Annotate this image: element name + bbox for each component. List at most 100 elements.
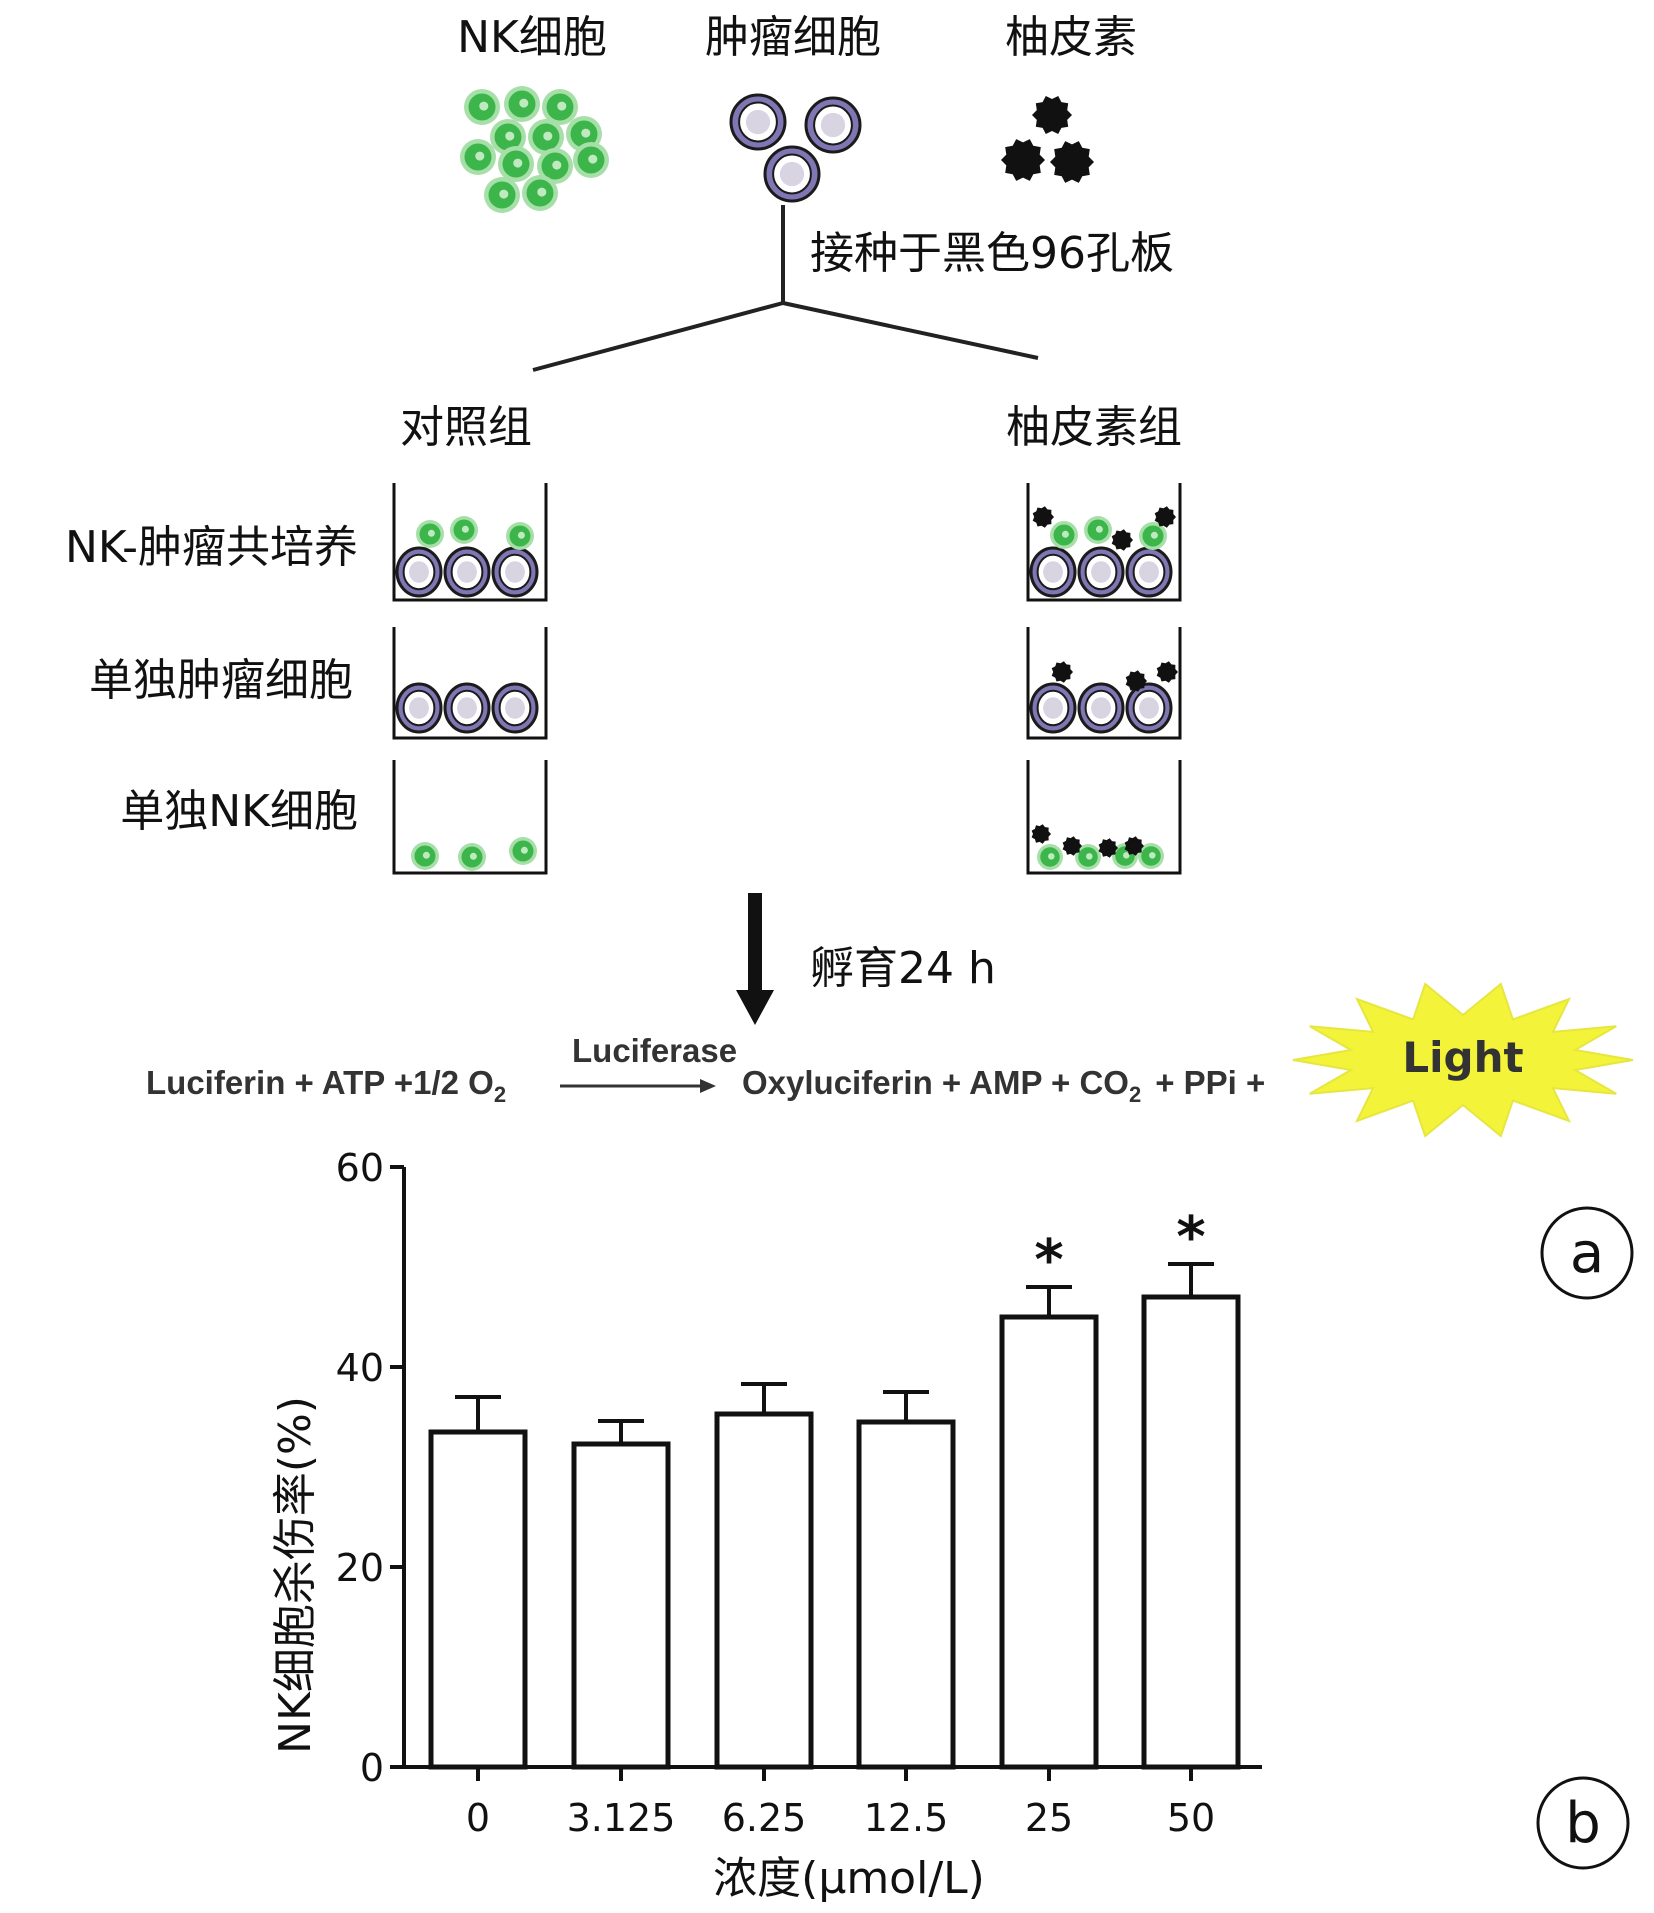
bar-3.125 <box>571 1441 671 1770</box>
nomilin-particle-icon <box>1050 141 1094 183</box>
bar-25 <box>999 1314 1099 1770</box>
nk-cell-icon <box>460 139 496 175</box>
nomilin-particle-icon <box>1001 139 1045 181</box>
tumor-cell-icon <box>491 546 539 598</box>
nk-cell-cluster-icon <box>460 86 609 213</box>
row-label-nk-only: 单独NK细胞 <box>120 786 358 837</box>
y-tick-label: 60 <box>336 1146 384 1190</box>
panel-label-a: a <box>1540 1206 1634 1300</box>
seed-step-label: 接种于黑色96孔板 <box>810 228 1174 279</box>
light-label: Light <box>1402 1033 1523 1082</box>
tumor-cell-icon <box>1125 546 1173 598</box>
x-tick-label: 0 <box>466 1796 490 1840</box>
branch-connector <box>532 205 1039 372</box>
nk-cell-icon <box>542 89 578 125</box>
nomilin-particle-icon <box>1124 836 1144 856</box>
nomilin-particle-icon <box>1111 529 1133 551</box>
tumor-cell-icon <box>729 93 787 151</box>
nk-cell-icon <box>1075 844 1101 870</box>
tumor-cell-icon <box>1077 682 1125 734</box>
nk-cell-icon <box>1050 521 1078 549</box>
tumor-cell-icon <box>1077 546 1125 598</box>
tumor-cell-icon <box>491 682 539 734</box>
bar-12.5 <box>856 1419 956 1770</box>
nk-cell-icon <box>458 843 486 871</box>
row-label-tumor-only: 单独肿瘤细胞 <box>89 655 353 706</box>
nk-cell-icon <box>537 148 573 184</box>
y-axis-label: NK细胞杀伤率(%) <box>270 1396 321 1754</box>
nk-cell-icon <box>1084 516 1112 544</box>
incubation-step-label: 孵育24 h <box>810 943 996 994</box>
reaction-products: Oxyluciferin + AMP + CO2+ PPi + <box>742 1064 1265 1107</box>
nk-cell-icon <box>490 119 526 155</box>
bar-6.25 <box>714 1411 814 1770</box>
nomilin-particle-icon <box>1098 838 1118 858</box>
light-burst-icon <box>1292 982 1634 1138</box>
nomilin-group-title: 柚皮素组 <box>1006 402 1182 453</box>
reaction-substrates: Luciferin + ATP +1/2 O2 <box>146 1064 506 1107</box>
nk-cell-icon <box>450 516 478 544</box>
row-label-coculture: NK-肿瘤共培养 <box>65 522 358 573</box>
nk-cell-icon <box>509 837 537 865</box>
tumor-cell-icon <box>1029 682 1077 734</box>
tumor-cell-icon <box>443 546 491 598</box>
legend-nk-label: NK细胞 <box>457 12 607 63</box>
nk-cell-icon <box>528 119 564 155</box>
nk-cell-icon <box>411 842 439 870</box>
tumor-cell-icon <box>395 682 443 734</box>
nomilin-particle-icon <box>1062 836 1082 856</box>
nomilin-particle-icon <box>1032 506 1054 528</box>
nk-cell-icon <box>1037 844 1063 870</box>
nk-cell-icon <box>484 177 520 213</box>
legend-nomilin-label: 柚皮素 <box>1005 12 1137 63</box>
incubation-arrow <box>736 893 774 1025</box>
nomilin-particle-icon <box>1156 661 1178 683</box>
nomilin-particle-cluster-icon <box>1001 96 1094 183</box>
x-tick-label: 3.125 <box>567 1796 676 1840</box>
luciferase-reaction: Luciferin + ATP +1/2 O2 Luciferase Oxylu… <box>146 982 1634 1138</box>
tumor-cell-icon <box>804 96 862 154</box>
well-icon <box>1026 483 1182 602</box>
nk-cell-icon <box>1139 522 1167 550</box>
x-tick-label: 12.5 <box>864 1796 949 1840</box>
x-tick-label: 50 <box>1167 1796 1215 1840</box>
tumor-cell-icon <box>395 546 443 598</box>
reaction-enzyme: Luciferase <box>572 1032 737 1069</box>
well-icon <box>392 483 548 602</box>
svg-text:a: a <box>1570 1221 1604 1286</box>
bar-50 <box>1141 1294 1241 1770</box>
well-plate-schematic <box>392 483 1182 875</box>
nomilin-particle-icon <box>1032 96 1072 134</box>
nk-cell-icon <box>498 146 534 182</box>
nk-cell-icon <box>506 522 534 550</box>
tumor-cell-icon <box>443 682 491 734</box>
tumor-cell-icon <box>1029 546 1077 598</box>
significance-marker: * <box>1034 1228 1063 1293</box>
nk-cell-icon <box>464 89 500 125</box>
well-icon <box>392 760 548 875</box>
well-icon <box>1026 760 1182 875</box>
tumor-cell-icon <box>1125 682 1173 734</box>
nk-cell-icon <box>573 142 609 178</box>
tumor-cell-icon <box>763 145 821 203</box>
control-group-title: 对照组 <box>400 402 532 453</box>
nk-cell-icon <box>504 86 540 122</box>
nomilin-particle-icon <box>1125 670 1147 692</box>
x-tick-label: 25 <box>1025 1796 1073 1840</box>
nomilin-particle-icon <box>1154 506 1176 528</box>
tumor-cell-cluster-icon <box>729 93 862 203</box>
y-tick-label: 0 <box>360 1746 384 1790</box>
nk-cell-icon <box>416 520 444 548</box>
legend-tumor-label: 肿瘤细胞 <box>705 12 881 63</box>
reaction-arrow <box>560 1079 716 1093</box>
y-tick-label: 40 <box>336 1346 384 1390</box>
well-icon <box>1026 627 1182 740</box>
significance-marker: * <box>1176 1205 1205 1270</box>
svg-text:b: b <box>1565 1791 1601 1856</box>
nomilin-particle-icon <box>1051 661 1073 683</box>
well-icon <box>392 627 548 740</box>
y-tick-label: 20 <box>336 1546 384 1590</box>
